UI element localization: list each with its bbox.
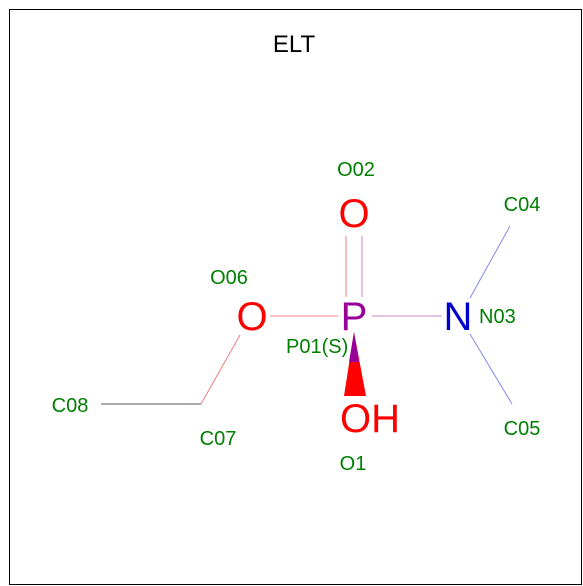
atom-label-p01: P01(S) xyxy=(286,336,348,358)
atom-symbol-p01: P xyxy=(341,295,368,339)
atom-label-c04: C04 xyxy=(504,194,541,216)
atom-symbol-o06: O xyxy=(236,295,267,339)
bonds xyxy=(101,225,513,405)
atom-symbols: P O N O OH xyxy=(236,192,472,441)
atom-symbol-n03: N xyxy=(444,295,473,339)
bond-o06-c07 xyxy=(200,334,241,405)
molecule-panel xyxy=(9,9,582,585)
bond-p-o1-wedge-tip xyxy=(349,332,359,362)
atom-labels: P01(S) O02 N03 C04 C05 O06 C07 C08 O1 xyxy=(52,159,541,475)
atom-symbol-o1: OH xyxy=(340,397,400,441)
atom-label-o02: O02 xyxy=(337,159,375,181)
bond-n03-c04 xyxy=(469,225,511,299)
atom-label-o06: O06 xyxy=(210,267,248,289)
atom-label-c08: C08 xyxy=(52,395,89,417)
atom-label-c07: C07 xyxy=(200,428,237,450)
bond-p-o1-wedge xyxy=(344,332,366,396)
atom-symbol-o02: O xyxy=(338,192,369,236)
bond-n03-c05 xyxy=(469,333,513,405)
diagram-title: ELT xyxy=(273,31,316,58)
atom-label-o1: O1 xyxy=(340,453,367,475)
atom-label-c05: C05 xyxy=(504,418,541,440)
atom-label-n03: N03 xyxy=(479,306,516,328)
